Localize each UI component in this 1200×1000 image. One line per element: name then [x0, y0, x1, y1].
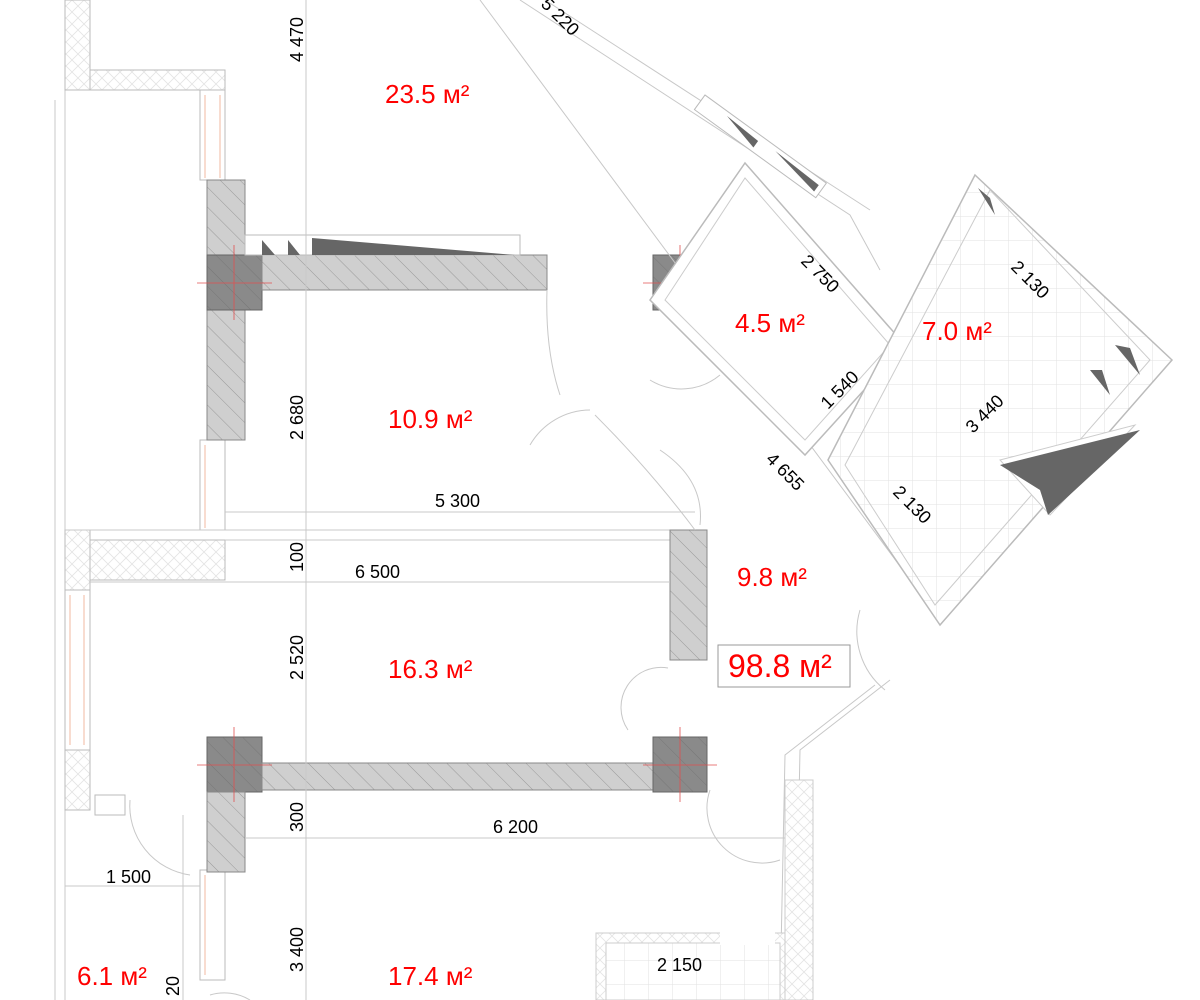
- dimension-label: 2 520: [287, 635, 307, 680]
- interior-walls: [197, 179, 717, 873]
- right-exterior-wall: [479, 0, 941, 1000]
- dimension-label: 2 150: [657, 955, 702, 975]
- room-area: 16.3 м²: [388, 654, 473, 684]
- dimension-label: 6 200: [493, 817, 538, 837]
- dimension-label: 1 500: [106, 867, 151, 887]
- dimension-label: 6 500: [355, 562, 400, 582]
- dimension-label: 100: [287, 542, 307, 572]
- left-exterior-wall: [54, 0, 700, 1000]
- dimension-label: 4 470: [287, 17, 307, 62]
- wall-vertical-hall: [669, 529, 708, 661]
- column-square: [206, 254, 263, 311]
- dimension-label: 3 400: [287, 927, 307, 972]
- dimension-label: 300: [287, 802, 307, 832]
- wall-column-left-lower: [206, 791, 246, 873]
- column-square: [206, 736, 263, 793]
- bottom-wet-room: [595, 930, 786, 1000]
- dimension-label: 4 655: [762, 449, 808, 495]
- door-swings: [129, 289, 886, 1000]
- wall-horizontal-upper: [261, 254, 548, 291]
- dimension-label: 5 300: [435, 491, 480, 511]
- room-area: 6.1 м²: [77, 961, 147, 991]
- dimension-label: 2 680: [287, 395, 307, 440]
- closet-room: [649, 94, 907, 457]
- total-area-box: [717, 644, 851, 688]
- wall-horizontal-lower: [261, 762, 654, 791]
- room-area: 4.5 м²: [735, 308, 805, 338]
- bathroom-room: [827, 173, 1174, 627]
- room-area: 10.9 м²: [388, 404, 473, 434]
- dimension-label: 20: [163, 976, 183, 996]
- room-area: 17.4 м²: [388, 961, 473, 991]
- dimension-label: 5 220: [537, 0, 583, 40]
- room-area: 9.8 м²: [737, 562, 807, 592]
- room-area: 7.0 м²: [922, 316, 992, 346]
- dimension-lines: [65, 0, 785, 1000]
- room-area: 23.5 м²: [385, 79, 470, 109]
- total-area: 98.8 м²: [728, 648, 832, 684]
